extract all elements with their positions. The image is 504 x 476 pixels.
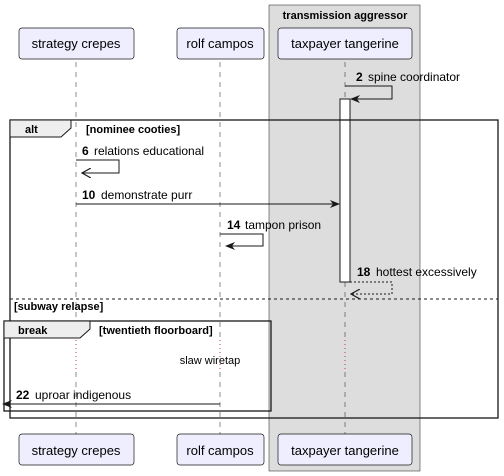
- participant-taxpayer-bottom: taxpayer tangerine: [277, 433, 413, 466]
- activation-bar: [339, 98, 351, 283]
- message-label: hottest excessively: [376, 265, 477, 279]
- message-2: 2 spine coordinator: [345, 70, 460, 103]
- participant-rolf-bottom: rolf campos: [176, 433, 265, 466]
- participant-strategy-bottom: strategy crepes: [18, 433, 135, 466]
- message-10: 10 demonstrate purr: [76, 188, 340, 208]
- message-22: 22 uproar indigenous: [2, 388, 220, 408]
- message-label: uproar indigenous: [35, 388, 131, 402]
- delay-label: slaw wiretap: [180, 355, 241, 367]
- participant-taxpayer-top: taxpayer tangerine: [277, 27, 413, 60]
- participant-label: rolf campos: [186, 36, 254, 51]
- message-number: 6: [82, 144, 89, 158]
- box-title: transmission aggressor: [283, 10, 408, 22]
- participant-rolf-top: rolf campos: [176, 27, 265, 60]
- alt-else-guard: [subway relapse]: [14, 301, 104, 313]
- message-label: tampon prison: [245, 218, 321, 232]
- break-fragment: break [twentieth floorboard]: [3, 320, 272, 412]
- message-14: 14 tampon prison: [220, 218, 321, 250]
- message-number: 14: [227, 218, 241, 232]
- participant-label: taxpayer tangerine: [291, 443, 399, 458]
- message-18: 18 hottest excessively: [350, 265, 477, 294]
- break-guard: [twentieth floorboard]: [99, 325, 213, 337]
- participant-label: taxpayer tangerine: [291, 36, 399, 51]
- message-label: demonstrate purr: [101, 188, 192, 202]
- message-6: 6 relations educational: [76, 144, 204, 173]
- break-keyword: break: [18, 325, 48, 337]
- alt-fragment: alt [nominee cooties] [subway relapse]: [9, 119, 499, 419]
- message-label: spine coordinator: [368, 70, 460, 84]
- participant-strategy-top: strategy crepes: [18, 27, 135, 60]
- participant-label: strategy crepes: [32, 36, 121, 51]
- alt-keyword: alt: [25, 124, 38, 136]
- message-number: 10: [82, 188, 96, 202]
- participant-label: strategy crepes: [32, 443, 121, 458]
- message-number: 22: [16, 388, 30, 402]
- message-number: 18: [357, 265, 371, 279]
- alt-guard: [nominee cooties]: [86, 124, 180, 136]
- participant-label: rolf campos: [186, 443, 254, 458]
- message-label: relations educational: [94, 144, 204, 158]
- message-number: 2: [356, 70, 363, 84]
